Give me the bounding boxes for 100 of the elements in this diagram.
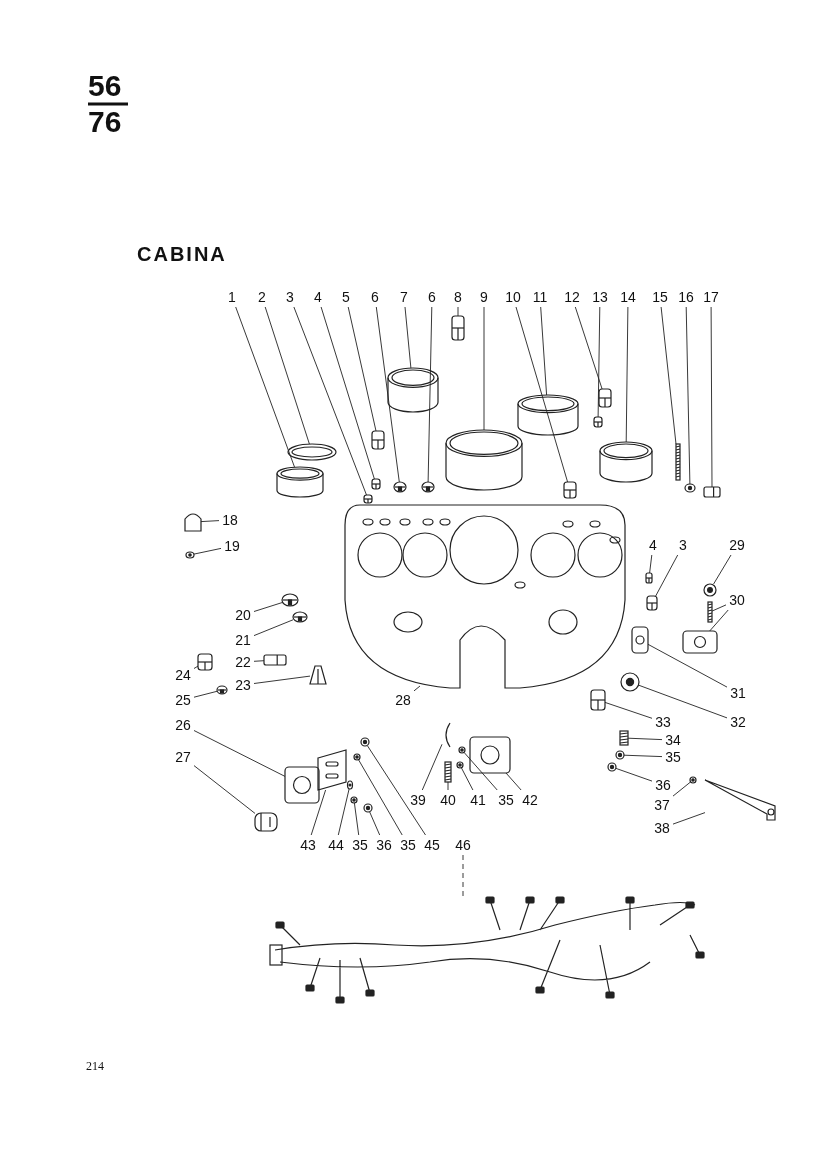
- lamp-drawing: [563, 481, 577, 499]
- leader-line: [253, 675, 311, 684]
- leader-line: [713, 554, 732, 585]
- callout-number: 9: [480, 289, 488, 305]
- callout-number: 29: [729, 537, 745, 553]
- leader-line: [461, 767, 474, 791]
- screw-drawing: [707, 601, 713, 623]
- washer-drawing: [620, 672, 640, 692]
- callout-number: 2: [258, 289, 266, 305]
- callout-number: 3: [286, 289, 294, 305]
- leader-line: [672, 812, 706, 825]
- callout-number: 12: [564, 289, 580, 305]
- leader-line: [615, 767, 653, 782]
- washer-drawing: [350, 796, 358, 804]
- leader-line: [457, 306, 459, 317]
- cap-drawing: [281, 593, 299, 607]
- washer-drawing: [689, 776, 697, 784]
- callout-number: 19: [224, 538, 240, 554]
- callout-number: 34: [665, 732, 681, 748]
- leader-line: [672, 781, 691, 797]
- cap-drawing: [393, 481, 407, 493]
- washer-drawing: [456, 761, 464, 769]
- leader-line: [367, 745, 426, 836]
- gauge-drawing: [517, 394, 579, 436]
- callout-number: 20: [235, 607, 251, 623]
- leader-line: [353, 802, 360, 836]
- callout-number: 3: [679, 537, 687, 553]
- leader-line: [625, 306, 629, 443]
- switch-drawing: [631, 626, 649, 654]
- leader-line: [404, 306, 412, 369]
- callout-number: 33: [655, 714, 671, 730]
- bracket-drawing: [704, 779, 776, 821]
- leader-line: [310, 789, 327, 836]
- washer-drawing: [684, 483, 696, 493]
- leader-line: [447, 781, 449, 791]
- sensor-drawing: [184, 513, 202, 532]
- callout-number: 14: [620, 289, 636, 305]
- leader-line: [655, 554, 679, 597]
- washer-drawing: [703, 583, 717, 597]
- callout-number: 35: [665, 749, 681, 765]
- lamp-drawing: [371, 430, 385, 450]
- knob-drawing: [254, 812, 278, 832]
- callout-number: 46: [455, 837, 471, 853]
- callout-number: 4: [649, 537, 657, 553]
- callout-number: 31: [730, 685, 746, 701]
- leader-line: [685, 306, 691, 485]
- leader-line: [253, 660, 265, 662]
- callout-number: 6: [428, 289, 436, 305]
- leader-line: [421, 743, 443, 791]
- leader-line: [464, 752, 498, 791]
- callout-number: 35: [400, 837, 416, 853]
- plug-drawing: [703, 486, 721, 498]
- leader-line: [709, 609, 729, 632]
- callout-number: 35: [498, 792, 514, 808]
- leader-line: [515, 306, 569, 483]
- screw-drawing: [619, 730, 629, 746]
- leader-line: [193, 730, 286, 777]
- cap-drawing: [216, 685, 228, 695]
- switch-drawing: [284, 766, 320, 804]
- callout-number: 6: [371, 289, 379, 305]
- callout-number: 23: [235, 677, 251, 693]
- callout-number: 25: [175, 692, 191, 708]
- leader-line: [597, 306, 601, 418]
- callout-number: 18: [222, 512, 238, 528]
- callout-number: 45: [424, 837, 440, 853]
- leader-line: [253, 619, 294, 637]
- leader-line: [623, 754, 663, 758]
- washer-drawing: [458, 746, 466, 754]
- leader-line: [647, 643, 728, 688]
- washer-drawing: [353, 753, 361, 761]
- leader-line: [660, 306, 677, 445]
- lamp-drawing: [646, 595, 658, 611]
- callout-number: 35: [352, 837, 368, 853]
- callout-number: 16: [678, 289, 694, 305]
- leader-line: [413, 685, 421, 692]
- callout-number: 10: [505, 289, 521, 305]
- clip-drawing: [309, 665, 327, 685]
- section-title: CABINA: [137, 243, 227, 266]
- callout-number: 40: [440, 792, 456, 808]
- callout-number: 28: [395, 692, 411, 708]
- plug-drawing: [263, 654, 287, 666]
- leader-line: [193, 665, 199, 669]
- callout-number: 41: [470, 792, 486, 808]
- lamp-drawing: [598, 388, 612, 408]
- callout-number: 5: [342, 289, 350, 305]
- lamp-drawing: [363, 494, 373, 504]
- lamp-drawing: [645, 572, 653, 584]
- leader-line: [427, 306, 433, 483]
- leader-line: [711, 604, 727, 612]
- wiring-harness-drawing: [269, 896, 705, 1004]
- callout-number: 44: [328, 837, 344, 853]
- leader-line: [638, 684, 728, 719]
- callout-number: 30: [729, 592, 745, 608]
- callout-number: 38: [654, 820, 670, 836]
- leader-line: [540, 306, 548, 396]
- washer-drawing: [363, 803, 373, 813]
- leader-line: [358, 759, 403, 836]
- leader-line: [264, 306, 310, 445]
- washer-drawing: [346, 780, 354, 790]
- callout-number: 15: [652, 289, 668, 305]
